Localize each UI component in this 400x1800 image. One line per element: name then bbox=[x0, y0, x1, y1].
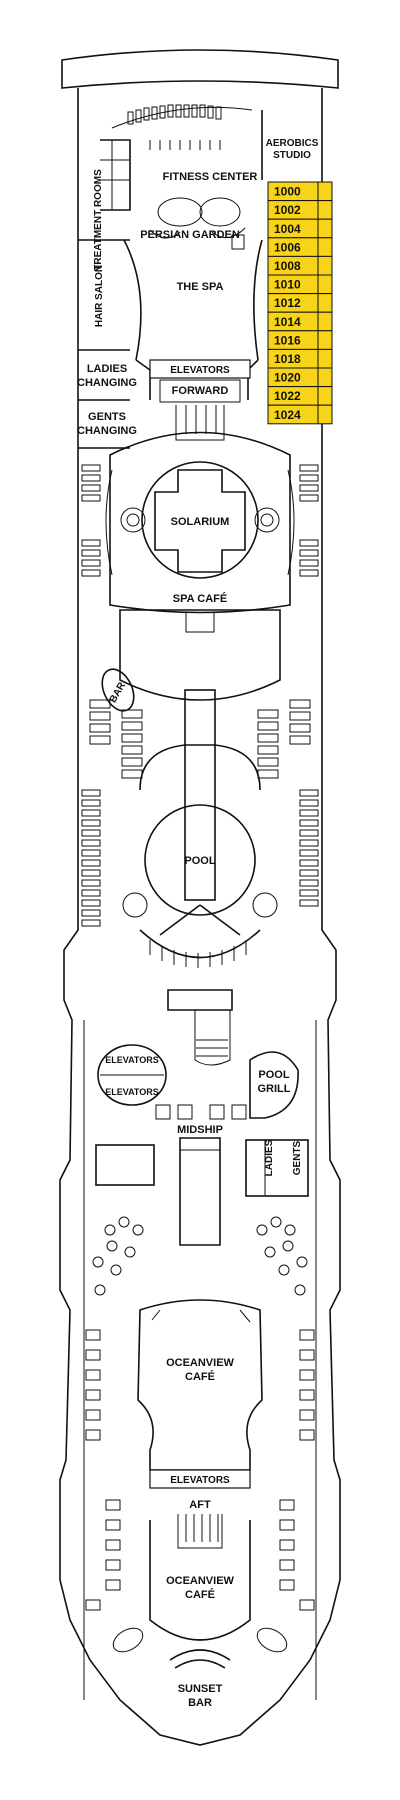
fitness-center-label: FITNESS CENTER bbox=[163, 171, 258, 183]
stateroom-number: 1014 bbox=[274, 315, 301, 329]
the-spa-label: THE SPA bbox=[177, 281, 224, 293]
stateroom-number: 1004 bbox=[274, 222, 301, 236]
stateroom-1000[interactable]: 1000 bbox=[267, 181, 333, 202]
stateroom-balcony bbox=[317, 255, 333, 276]
pool-label: POOL bbox=[184, 855, 215, 867]
gents-changing-label-2: CHANGING bbox=[77, 425, 137, 437]
aerobics-studio-label-1: AEROBICS bbox=[266, 138, 319, 149]
stateroom-balcony bbox=[317, 404, 333, 425]
stateroom-balcony bbox=[317, 218, 333, 239]
sunset-bar bbox=[112, 1627, 288, 1669]
stateroom-1008[interactable]: 1008 bbox=[267, 255, 333, 276]
sunset-bar-label-1: SUNSET bbox=[178, 1683, 223, 1695]
stateroom-number: 1018 bbox=[274, 352, 301, 366]
stateroom-balcony bbox=[317, 293, 333, 313]
spa-area bbox=[78, 104, 263, 449]
oceanview-cafe-2-label-2: CAFÉ bbox=[185, 1588, 215, 1601]
stateroom-1022[interactable]: 1022 bbox=[267, 386, 333, 406]
stateroom-1004[interactable]: 1004 bbox=[267, 218, 333, 239]
aerobics-studio-label-2: STUDIO bbox=[273, 150, 311, 161]
forward-label: FORWARD bbox=[172, 385, 229, 397]
stateroom-number: 1012 bbox=[274, 296, 301, 310]
stateroom-1014[interactable]: 1014 bbox=[267, 311, 333, 332]
aft-stairs bbox=[177, 1514, 223, 1549]
stateroom-1018[interactable]: 1018 bbox=[267, 348, 333, 369]
bar-label: BAR bbox=[108, 680, 129, 705]
stateroom-1016[interactable]: 1016 bbox=[267, 330, 333, 350]
ladies-changing-label-2: CHANGING bbox=[77, 377, 137, 389]
elevators-forward-box bbox=[149, 359, 251, 379]
pool-grill-enclosure bbox=[249, 1051, 299, 1119]
oceanview-cafe-1-label-1: OCEANVIEW bbox=[166, 1357, 234, 1369]
stateroom-number: 1010 bbox=[274, 278, 301, 292]
stateroom-1010[interactable]: 1010 bbox=[267, 274, 333, 295]
side-loungers bbox=[81, 789, 319, 927]
pool-deck bbox=[81, 609, 319, 1011]
oceanview-cafe-2-label-1: OCEANVIEW bbox=[166, 1575, 234, 1587]
midship-label: MIDSHIP bbox=[177, 1124, 223, 1136]
stateroom-balcony bbox=[317, 367, 333, 388]
ladies-changing-label-1: LADIES bbox=[87, 363, 127, 375]
elevators-mid-label-2: ELEVATORS bbox=[105, 1087, 159, 1097]
deck-labels: AEROBICS STUDIO FITNESS CENTER TREATMENT… bbox=[77, 138, 319, 1709]
aft-label: AFT bbox=[189, 1499, 211, 1511]
stateroom-1024[interactable]: 1024 bbox=[267, 404, 333, 425]
aft-tables bbox=[85, 1329, 315, 1611]
elevators-mid-label-1: ELEVATORS bbox=[105, 1055, 159, 1065]
spa-cafe-label: SPA CAFÉ bbox=[173, 592, 227, 605]
midship-area bbox=[92, 1010, 309, 1296]
pool bbox=[122, 744, 278, 1011]
solarium-loungers bbox=[81, 464, 319, 577]
hair-salon-label: HAIR SALON bbox=[94, 265, 105, 327]
sunset-bar-label-2: BAR bbox=[188, 1697, 212, 1709]
stateroom-number: 1016 bbox=[274, 333, 301, 347]
stateroom-balcony bbox=[317, 181, 333, 202]
stateroom-number: 1008 bbox=[274, 259, 301, 273]
persian-garden-fixtures bbox=[149, 197, 246, 250]
elevators-aft-label: ELEVATORS bbox=[170, 1475, 230, 1486]
stateroom-balcony bbox=[317, 348, 333, 369]
stateroom-number: 1024 bbox=[274, 408, 301, 422]
stateroom-1002[interactable]: 1002 bbox=[267, 200, 333, 220]
stateroom-1020[interactable]: 1020 bbox=[267, 367, 333, 388]
stateroom-column: 1000 1002 1004 1006 1008 1010 1012 1014 1016 1018… bbox=[267, 181, 333, 425]
pool-grill-label-1: POOL bbox=[258, 1069, 289, 1081]
stateroom-1006[interactable]: 1006 bbox=[267, 237, 333, 257]
stateroom-balcony bbox=[317, 311, 333, 332]
elevators-forward-label: ELEVATORS bbox=[170, 365, 230, 376]
gents-label: GENTS bbox=[292, 1140, 303, 1175]
fitness-equipment-rows bbox=[111, 104, 253, 150]
solarium-area bbox=[81, 431, 319, 614]
hull-outline bbox=[59, 49, 341, 1746]
stateroom-number: 1006 bbox=[274, 240, 301, 254]
persian-garden-label: PERSIAN GARDEN bbox=[140, 229, 240, 241]
stateroom-number: 1020 bbox=[274, 371, 301, 385]
elevators-aft-box bbox=[149, 1469, 251, 1489]
oceanview-cafe-area bbox=[85, 1299, 315, 1669]
gents-changing-label-1: GENTS bbox=[88, 411, 126, 423]
stateroom-balcony bbox=[317, 386, 333, 406]
treatment-rooms-label: TREATMENT ROOMS bbox=[93, 169, 104, 271]
stateroom-balcony bbox=[317, 237, 333, 257]
cafe-table-clusters bbox=[92, 1216, 308, 1296]
oceanview-cafe-1-label-2: CAFÉ bbox=[185, 1370, 215, 1383]
stateroom-number: 1002 bbox=[274, 203, 301, 217]
elevators-mid-oval bbox=[97, 1044, 167, 1106]
solarium-label: SOLARIUM bbox=[171, 516, 230, 528]
bar-forward bbox=[101, 668, 135, 712]
forward-stairs bbox=[175, 405, 225, 441]
stateroom-balcony bbox=[317, 330, 333, 350]
pool-grill-label-2: GRILL bbox=[258, 1083, 291, 1095]
stateroom-number: 1022 bbox=[274, 389, 301, 403]
stateroom-1012[interactable]: 1012 bbox=[267, 293, 333, 313]
stateroom-number: 1000 bbox=[274, 185, 301, 199]
stateroom-balcony bbox=[317, 274, 333, 295]
deck-chairs-forward bbox=[89, 699, 311, 779]
stateroom-balcony bbox=[317, 200, 333, 220]
ladies-label: LADIES bbox=[264, 1139, 275, 1176]
